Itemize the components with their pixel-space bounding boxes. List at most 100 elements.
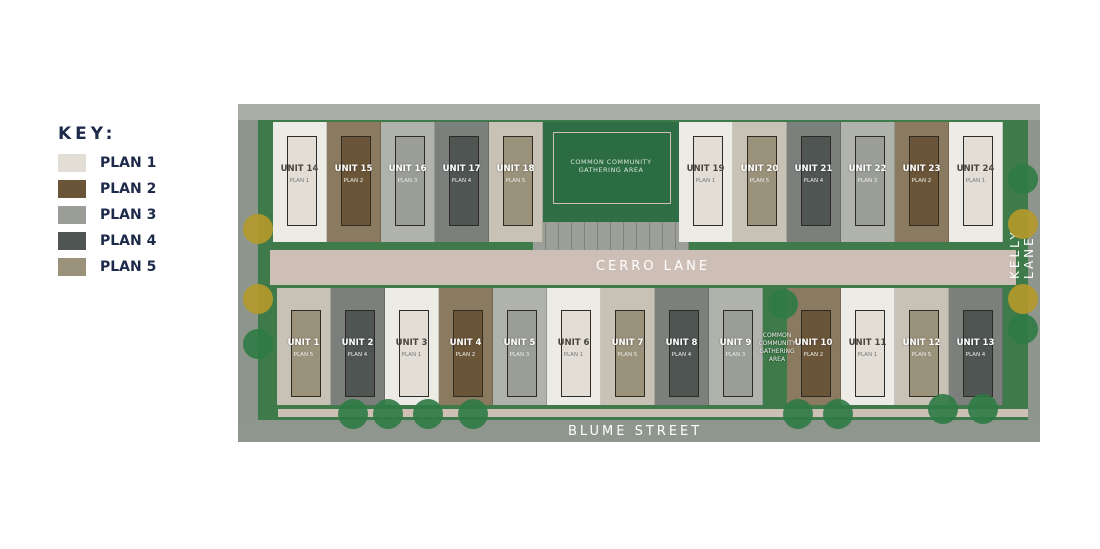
unit-label: UNIT 7	[611, 338, 644, 348]
unit-label: UNIT 10	[794, 338, 833, 348]
unit-label: UNIT 12	[902, 338, 941, 348]
plan-label: PLAN 2	[343, 178, 364, 184]
legend-item-plan-4: PLAN 4	[58, 228, 156, 254]
lot-unit-17[interactable]: UNIT 17 PLAN 4	[435, 122, 489, 242]
tree-canopy-border	[238, 104, 1040, 120]
unit-label: UNIT 11	[848, 338, 887, 348]
lot-unit-19[interactable]: UNIT 19 PLAN 1	[679, 122, 733, 242]
lot-unit-5[interactable]: UNIT 5 PLAN 3	[493, 288, 547, 405]
plan-label: PLAN 4	[803, 178, 824, 184]
lot-unit-14[interactable]: UNIT 14 PLAN 1	[273, 122, 327, 242]
house-footprint	[291, 310, 321, 397]
tree-icon	[243, 329, 273, 359]
tree-icon	[783, 399, 813, 429]
tree-icon	[458, 399, 488, 429]
lot-unit-22[interactable]: UNIT 22 PLAN 3	[841, 122, 895, 242]
house-footprint	[449, 136, 479, 226]
plan-label: PLAN 3	[857, 178, 878, 184]
lot-unit-8[interactable]: UNIT 8 PLAN 4	[655, 288, 709, 405]
lot-unit-11[interactable]: UNIT 11 PLAN 1	[841, 288, 895, 405]
plan-label: PLAN 4	[671, 352, 692, 358]
unit-label: UNIT 3	[395, 338, 428, 348]
site-plan-map: CERRO LANE COMMON COMMUNITY GATHERING AR…	[238, 104, 1040, 442]
legend-label: PLAN 3	[100, 207, 157, 223]
legend-swatch	[58, 258, 86, 276]
plan-label: PLAN 3	[397, 178, 418, 184]
plan-label: PLAN 5	[293, 352, 314, 358]
plan-label: PLAN 1	[401, 352, 422, 358]
unit-label: UNIT 8	[665, 338, 698, 348]
house-footprint	[723, 310, 753, 397]
unit-label: UNIT 24	[956, 164, 995, 174]
lot-unit-4[interactable]: UNIT 4 PLAN 2	[439, 288, 493, 405]
lot-unit-7[interactable]: UNIT 7 PLAN 5	[601, 288, 655, 405]
house-footprint	[855, 310, 885, 397]
small-gathering-label: COMMON COMMUNITY GATHERING AREA	[758, 332, 796, 363]
plan-label: PLAN 4	[451, 178, 472, 184]
house-footprint	[963, 136, 993, 226]
blume-street-label: BLUME STREET	[568, 424, 703, 439]
lot-unit-21[interactable]: UNIT 21 PLAN 4	[787, 122, 841, 242]
plan-label: PLAN 3	[509, 352, 530, 358]
plan-label: PLAN 1	[965, 178, 986, 184]
legend-label: PLAN 1	[100, 155, 157, 171]
plan-label: PLAN 2	[803, 352, 824, 358]
plan-label: PLAN 4	[965, 352, 986, 358]
lot-unit-13[interactable]: UNIT 13 PLAN 4	[949, 288, 1003, 405]
legend-item-plan-3: PLAN 3	[58, 202, 156, 228]
lot-unit-3[interactable]: UNIT 3 PLAN 1	[385, 288, 439, 405]
unit-label: UNIT 19	[686, 164, 725, 174]
plan-label: PLAN 5	[911, 352, 932, 358]
lot-unit-12[interactable]: UNIT 12 PLAN 5	[895, 288, 949, 405]
house-footprint	[345, 310, 375, 397]
legend-swatch	[58, 154, 86, 172]
unit-label: UNIT 21	[794, 164, 833, 174]
plan-label: PLAN 5	[749, 178, 770, 184]
plan-label: PLAN 1	[857, 352, 878, 358]
tree-icon	[243, 284, 273, 314]
lot-unit-24[interactable]: UNIT 24 PLAN 1	[949, 122, 1003, 242]
lot-unit-23[interactable]: UNIT 23 PLAN 2	[895, 122, 949, 242]
cerro-lane-label: CERRO LANE	[595, 259, 711, 274]
unit-label: UNIT 23	[902, 164, 941, 174]
tree-icon	[1008, 164, 1038, 194]
house-footprint	[341, 136, 371, 226]
legend-label: PLAN 4	[100, 233, 157, 249]
house-footprint	[669, 310, 699, 397]
house-footprint	[561, 310, 591, 397]
unit-label: UNIT 2	[341, 338, 374, 348]
sidewalk	[278, 409, 1028, 417]
unit-label: UNIT 1	[287, 338, 320, 348]
lot-unit-1[interactable]: UNIT 1 PLAN 5	[277, 288, 331, 405]
legend-item-plan-1: PLAN 1	[58, 150, 156, 176]
house-footprint	[801, 136, 831, 226]
plan-label: PLAN 5	[505, 178, 526, 184]
lot-unit-15[interactable]: UNIT 15 PLAN 2	[327, 122, 381, 242]
legend-swatch	[58, 206, 86, 224]
plan-label: PLAN 1	[695, 178, 716, 184]
house-footprint	[399, 310, 429, 397]
unit-label: UNIT 6	[557, 338, 590, 348]
lot-unit-2[interactable]: UNIT 2 PLAN 4	[331, 288, 385, 405]
lot-unit-10[interactable]: UNIT 10 PLAN 2	[787, 288, 841, 405]
house-footprint	[507, 310, 537, 397]
lot-unit-18[interactable]: UNIT 18 PLAN 5	[489, 122, 543, 242]
house-footprint	[801, 310, 831, 397]
unit-label: UNIT 20	[740, 164, 779, 174]
unit-label: UNIT 9	[719, 338, 752, 348]
gathering-area: COMMON COMMUNITY GATHERING AREA	[533, 122, 689, 250]
tree-icon	[1008, 284, 1038, 314]
lot-unit-6[interactable]: UNIT 6 PLAN 1	[547, 288, 601, 405]
lot-unit-20[interactable]: UNIT 20 PLAN 5	[733, 122, 787, 242]
unit-label: UNIT 18	[496, 164, 535, 174]
tree-icon	[1008, 209, 1038, 239]
lot-unit-9[interactable]: UNIT 9 PLAN 3	[709, 288, 763, 405]
lot-unit-16[interactable]: UNIT 16 PLAN 3	[381, 122, 435, 242]
tree-icon	[823, 399, 853, 429]
tree-icon	[768, 289, 798, 319]
unit-label: UNIT 17	[442, 164, 481, 174]
house-footprint	[855, 136, 885, 226]
tree-icon	[968, 394, 998, 424]
house-footprint	[693, 136, 723, 226]
unit-label: UNIT 14	[280, 164, 319, 174]
